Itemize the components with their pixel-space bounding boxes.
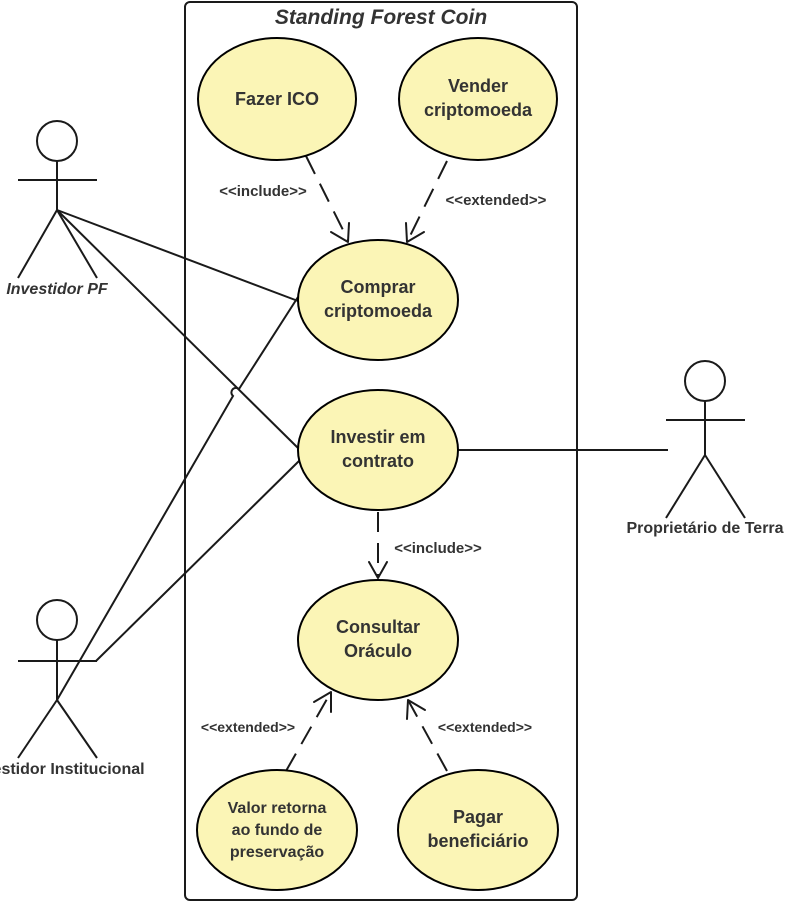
- dep-vender-line: [407, 160, 448, 241]
- actor-investidor-institucional-label: Investidor Institucional: [0, 761, 145, 778]
- label-extended-vender: <<extended>>: [446, 192, 547, 209]
- use-case-investir[interactable]: Investir em contrato: [297, 389, 459, 511]
- dep-vender-arrowhead: [405, 222, 425, 243]
- actor-head: [36, 120, 78, 162]
- assoc-pf-investir: [56, 209, 299, 449]
- use-case-valor[interactable]: Valor retorna ao fundo de preservação: [196, 769, 358, 891]
- use-case-investir-label-1: Investir em: [330, 427, 425, 447]
- assoc-inst-comprar: [56, 296, 299, 701]
- use-case-vender[interactable]: Vender criptomoeda: [398, 37, 558, 161]
- dep-valor-arrowhead: [313, 691, 332, 713]
- actor-proprietario-label: Proprietário de Terra: [626, 520, 783, 537]
- use-case-vender-label-2: criptomoeda: [424, 100, 533, 120]
- label-extended-pagar: <<extended>>: [438, 719, 532, 735]
- actor-investidor-pf-label: Investidor PF: [6, 281, 109, 298]
- actor-proprietario[interactable]: Proprietário de Terra: [626, 360, 784, 537]
- associations: [56, 209, 668, 701]
- system-title: Standing Forest Coin: [275, 6, 487, 29]
- use-case-investir-label-2: contrato: [342, 451, 414, 471]
- label-include-ico: <<include>>: [219, 183, 307, 200]
- use-case-comprar[interactable]: Comprar criptomoeda: [297, 239, 459, 361]
- use-case-consultar-label-2: Oráculo: [344, 641, 412, 661]
- assoc-inst-investir: [95, 459, 301, 662]
- dep-ico-line: [305, 155, 349, 241]
- use-case-valor-label-2: ao fundo de: [232, 822, 323, 839]
- use-case-vender-label-1: Vender: [448, 76, 508, 96]
- dep-pagar-line: [407, 699, 448, 772]
- assoc-pf-comprar: [56, 209, 299, 302]
- actor-investidor-pf[interactable]: Investidor PF: [6, 120, 109, 298]
- dep-ico-arrowhead: [330, 222, 350, 243]
- use-case-comprar-label-1: Comprar: [340, 277, 415, 297]
- dep-investir-arrowhead: [368, 561, 388, 579]
- use-case-comprar-label-2: criptomoeda: [324, 301, 433, 321]
- dependencies: [285, 155, 448, 772]
- dep-pagar-arrowhead: [406, 699, 426, 720]
- use-case-fazer-ico-label: Fazer ICO: [235, 89, 319, 109]
- dep-valor-line: [285, 691, 332, 772]
- label-include-consultar: <<include>>: [394, 540, 482, 557]
- use-case-valor-label-3: preservação: [230, 844, 325, 861]
- actor-investidor-institucional[interactable]: Investidor Institucional: [0, 599, 145, 778]
- use-case-fazer-ico[interactable]: Fazer ICO: [197, 37, 357, 161]
- use-case-pagar-label-2: beneficiário: [427, 831, 528, 851]
- use-case-consultar[interactable]: Consultar Oráculo: [297, 579, 459, 701]
- actor-head: [36, 599, 78, 641]
- use-case-consultar-label-1: Consultar: [336, 617, 420, 637]
- label-extended-valor: <<extended>>: [201, 719, 295, 735]
- use-case-pagar-label-1: Pagar: [453, 807, 503, 827]
- use-case-pagar[interactable]: Pagar beneficiário: [397, 769, 559, 891]
- actor-head: [684, 360, 726, 402]
- use-case-valor-label-1: Valor retorna: [228, 800, 327, 817]
